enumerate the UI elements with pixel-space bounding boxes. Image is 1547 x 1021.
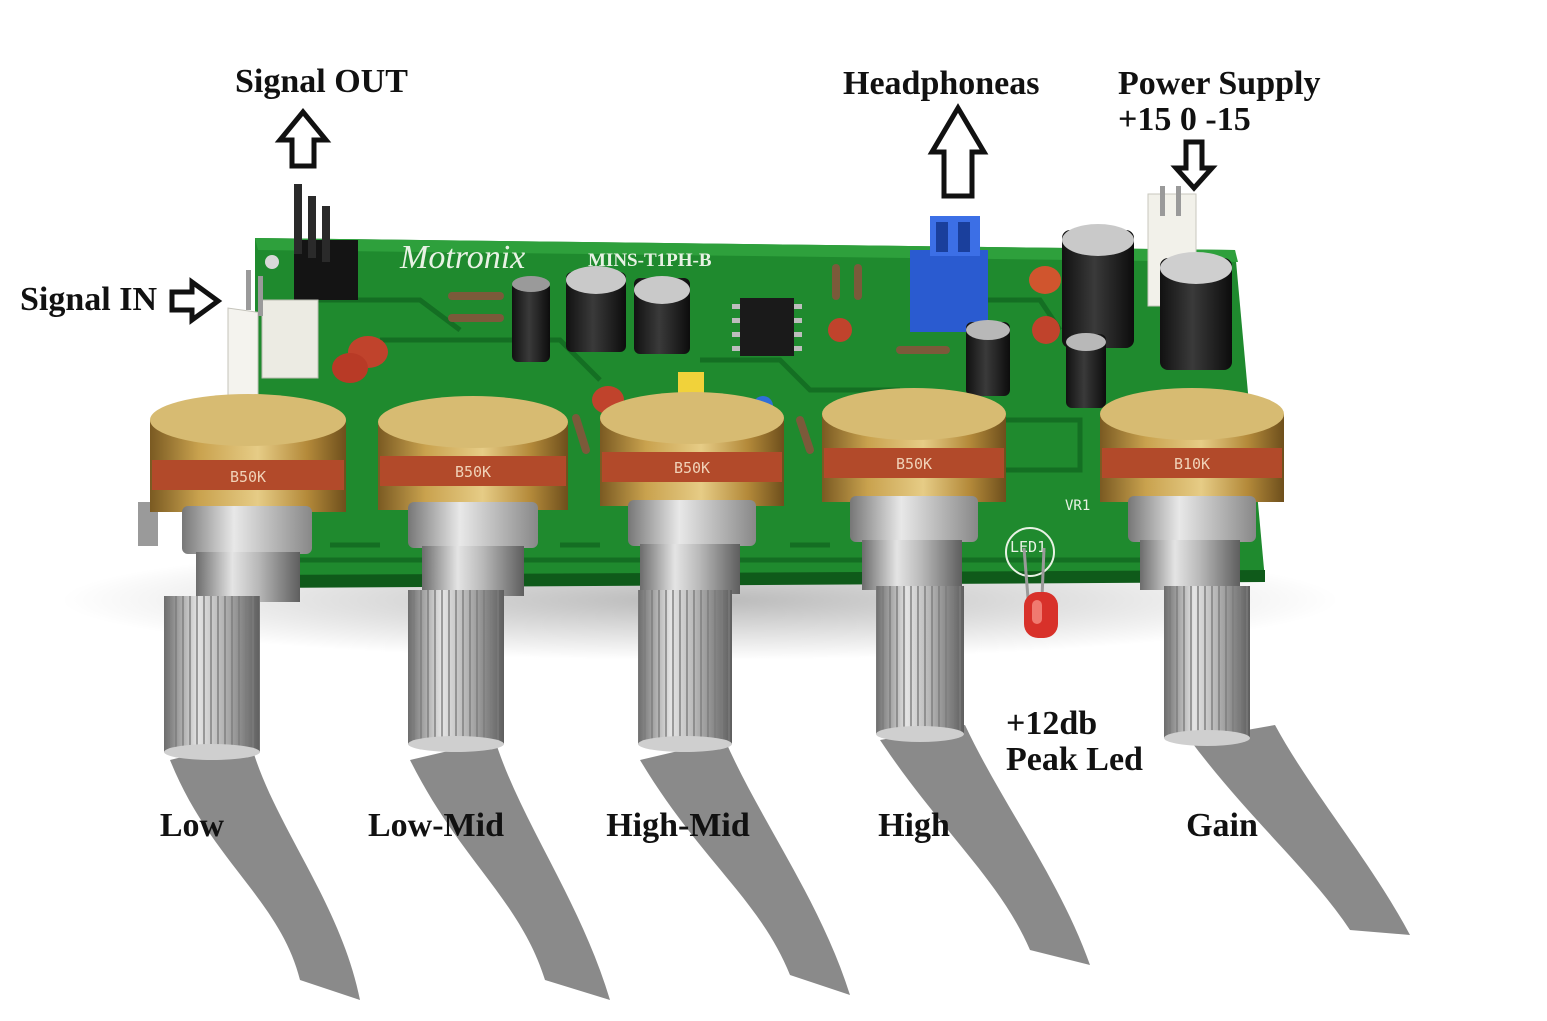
knob-low-label: Low bbox=[159, 807, 225, 844]
power-supply-arrow-icon bbox=[1170, 139, 1218, 192]
power-supply-label: Power Supply bbox=[1118, 65, 1321, 102]
signal-out-label: Signal OUT bbox=[235, 63, 408, 100]
pot-value: B10K bbox=[1174, 455, 1210, 473]
peak-led-level-label: +12db bbox=[1006, 705, 1098, 742]
pot-gain: B10K bbox=[1100, 388, 1284, 746]
signal-in-label: Signal IN bbox=[20, 281, 157, 318]
board-brand: Motronix bbox=[399, 239, 525, 276]
signal-in-arrow-icon bbox=[169, 277, 223, 325]
pot-low: B50K bbox=[138, 394, 346, 760]
peak-led bbox=[1005, 527, 1058, 638]
knob-gain-label: Gain bbox=[1186, 807, 1258, 844]
pot-low-mid: B50K bbox=[378, 396, 568, 752]
headphones-label: Headphoneas bbox=[843, 65, 1040, 102]
pot-high: B50K bbox=[822, 388, 1006, 742]
pot-value: B50K bbox=[230, 468, 266, 486]
knob-high-label: High bbox=[878, 807, 950, 844]
headphones-arrow-icon bbox=[927, 103, 989, 199]
headphones-connector bbox=[910, 216, 988, 332]
electrolytic-capacitors bbox=[512, 224, 1232, 408]
pot-high-mid: B50K bbox=[600, 392, 784, 752]
potentiometers: B50K B50K bbox=[138, 388, 1284, 760]
ic-chip bbox=[732, 298, 802, 356]
signal-out-connector bbox=[294, 184, 358, 300]
knob-high-mid-label: High-Mid bbox=[606, 807, 750, 844]
signal-out-arrow-icon bbox=[274, 108, 332, 169]
signal-in-connector bbox=[227, 270, 319, 403]
silk-vr: VR1 bbox=[1065, 498, 1090, 514]
knob-low-mid-label: Low-Mid bbox=[368, 807, 504, 844]
pot-value: B50K bbox=[455, 463, 491, 481]
peak-led-label: Peak Led bbox=[1006, 741, 1143, 778]
power-supply-rails-label: +15 0 -15 bbox=[1118, 101, 1251, 138]
pot-value: B50K bbox=[674, 459, 710, 477]
pot-value: B50K bbox=[896, 455, 932, 473]
silk-led: LED1 bbox=[1010, 538, 1046, 556]
board-model: MINS-T1PH-B bbox=[588, 250, 712, 271]
